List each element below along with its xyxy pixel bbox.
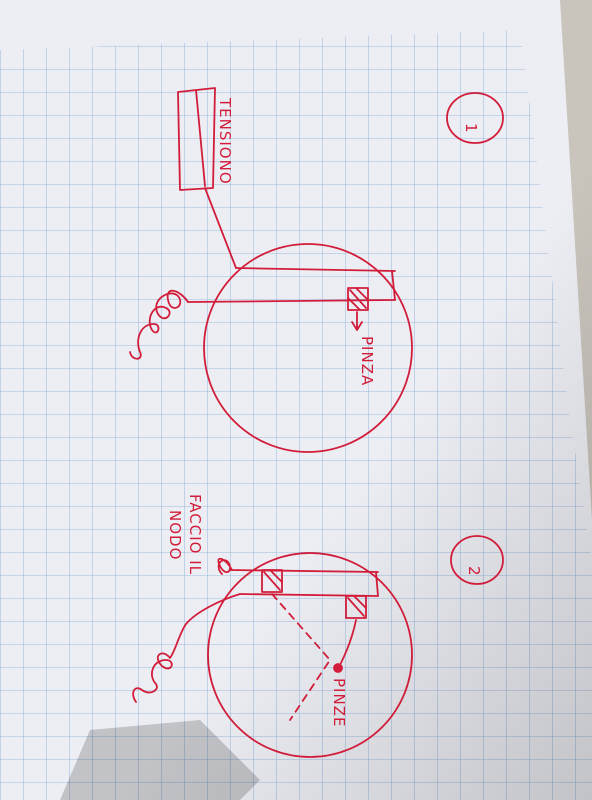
clamp-label: PINZA [358, 336, 376, 386]
figure-2 [132, 535, 504, 758]
figure-2-number: 2 [465, 566, 483, 577]
figure-2-dashed-links [271, 593, 331, 721]
knot-label-line1: FACCIO IL [186, 494, 204, 575]
knot-label-line2: NODO [166, 510, 184, 560]
figure-1-labels: 1 TENSIONO PINZA [216, 97, 480, 386]
figure-2-curl-top [217, 557, 233, 575]
figure-2-curl-bottom [132, 593, 241, 703]
figure-1-arrow [351, 311, 363, 331]
figure-1-tension-line [204, 187, 237, 269]
figure-1-tension-frame [177, 87, 216, 191]
figure-2-ring [207, 552, 413, 758]
figure-1-number: 1 [462, 123, 480, 134]
figure-1-number-circle [446, 92, 504, 144]
hand-shadow [60, 720, 260, 800]
figure-1-ring [203, 243, 413, 453]
figure-1-curl [129, 289, 189, 360]
figure-2-labels: 2 FACCIO IL NODO PINZE [166, 494, 483, 727]
clamps-label: PINZE [330, 678, 348, 727]
figure-1-thread [235, 267, 396, 272]
figure-1 [129, 87, 504, 453]
figure-2-pointer-dot [333, 663, 343, 673]
figure-2-number-circle [450, 535, 504, 585]
figure-2-thread [229, 569, 379, 573]
tension-label: TENSIONO [216, 97, 234, 185]
